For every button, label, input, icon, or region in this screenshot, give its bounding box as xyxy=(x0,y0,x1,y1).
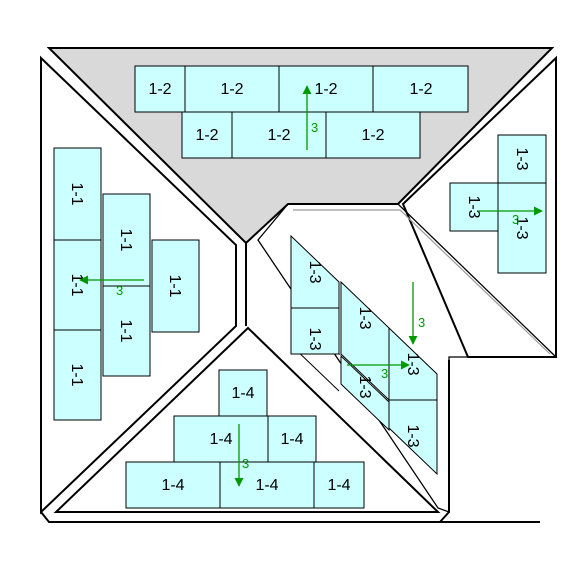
bottom-face-outline xyxy=(53,326,441,513)
panel-label: 1-4 xyxy=(231,385,254,402)
panel-label: 1-3 xyxy=(465,195,482,218)
flow-arrow-bottom: 3 xyxy=(234,424,249,487)
flow-label: 3 xyxy=(512,212,519,227)
panel-label: 1-1 xyxy=(166,274,183,297)
panel-label: 1-3 xyxy=(404,352,421,375)
panel-label: 1-2 xyxy=(267,127,290,144)
panel xyxy=(173,415,269,463)
panel-label: 1-4 xyxy=(280,431,303,448)
flow-label: 3 xyxy=(418,315,425,330)
panel-label: 1-2 xyxy=(314,81,337,98)
flow-label: 3 xyxy=(311,120,318,135)
panel xyxy=(340,354,390,432)
panel xyxy=(184,65,280,113)
flow-label: 3 xyxy=(381,366,388,381)
panel xyxy=(290,307,340,355)
right-panels: 1-3 1-3 1-3 xyxy=(449,134,547,274)
panel xyxy=(267,415,317,463)
panel-label: 1-2 xyxy=(195,127,218,144)
panel xyxy=(181,111,233,159)
panel xyxy=(497,182,547,274)
outer-boundary xyxy=(40,511,540,523)
top-panels: 1-2 1-2 1-2 1-2 1-2 1-2 1-2 xyxy=(134,65,469,159)
flow-arrow-right: 3 xyxy=(478,206,543,227)
panel-label: 1-4 xyxy=(161,477,184,494)
flow-arrow-left: 3 xyxy=(79,275,144,298)
panel-label: 1-2 xyxy=(220,81,243,98)
flow-label: 3 xyxy=(116,283,123,298)
flow-arrow-center-a: 3 xyxy=(408,282,425,345)
panel-label: 1-4 xyxy=(255,477,278,494)
panel-label: 1-3 xyxy=(356,306,373,329)
panel xyxy=(102,193,151,287)
panel-label: 1-1 xyxy=(68,273,85,296)
panel xyxy=(125,461,221,509)
panel-label: 1-3 xyxy=(356,375,373,398)
flow-label: 3 xyxy=(242,456,249,471)
bottom-panels: 1-4 1-4 1-4 1-4 1-4 1-4 xyxy=(125,369,365,509)
panel-label: 1-3 xyxy=(306,260,323,283)
left-face-outline xyxy=(40,55,237,515)
panel xyxy=(102,285,151,377)
flow-arrow-top: 3 xyxy=(302,85,318,150)
panel xyxy=(497,134,547,184)
panel xyxy=(313,461,365,509)
center-face-outline xyxy=(257,203,558,513)
panel xyxy=(325,111,421,159)
panel xyxy=(53,329,102,421)
center-panels: 1-3 1-3 1-3 1-3 1-3 1-3 xyxy=(290,234,438,476)
panel-label: 1-1 xyxy=(68,363,85,386)
panel xyxy=(151,239,200,333)
panel-label: 1-1 xyxy=(117,319,134,342)
panel-label: 1-2 xyxy=(361,127,384,144)
panel-label: 1-3 xyxy=(404,424,421,447)
panel-label: 1-4 xyxy=(209,431,232,448)
right-wall xyxy=(439,360,450,523)
panel-label: 1-1 xyxy=(68,182,85,205)
panel-label: 1-3 xyxy=(513,147,530,170)
panel-label: 1-3 xyxy=(306,327,323,350)
panel xyxy=(231,111,327,159)
flow-arrow-center-b: 3 xyxy=(347,360,410,381)
panel xyxy=(449,182,499,232)
center-face-inner xyxy=(293,209,551,355)
panel xyxy=(388,326,438,476)
panel-label: 1-2 xyxy=(148,81,171,98)
panel xyxy=(53,239,102,331)
panel-label: 1-1 xyxy=(117,228,134,251)
panel-label: 1-2 xyxy=(409,81,432,98)
panel xyxy=(372,65,469,113)
panel-label: 1-4 xyxy=(327,477,350,494)
left-panels: 1-1 1-1 1-1 1-1 1-1 1-1 xyxy=(53,147,200,421)
panel-label: 1-3 xyxy=(513,216,530,239)
